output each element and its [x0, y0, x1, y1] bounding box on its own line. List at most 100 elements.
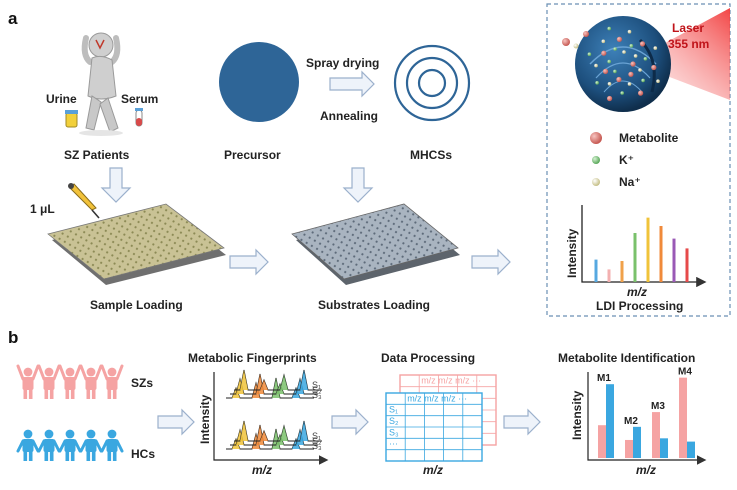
sphere-particle	[587, 52, 592, 56]
metabolite-bar-sz	[625, 439, 633, 458]
metabolite-bar-sz	[652, 412, 660, 458]
hc-spectrum-label: S₃	[312, 441, 322, 451]
sphere-particle	[607, 59, 611, 64]
metabolite-label: M4	[678, 367, 692, 378]
volume-label: 1 μL	[30, 202, 55, 216]
metabolic-fingerprints-title: Metabolic Fingerprints	[188, 351, 317, 365]
arrow-to-fingerprints	[157, 408, 195, 436]
sphere-particle	[629, 44, 634, 48]
ldi-spectrum-axes	[581, 205, 707, 288]
hc-people-row	[16, 429, 124, 461]
person-icon	[100, 429, 124, 461]
person-icon	[58, 429, 82, 461]
person-icon	[79, 364, 103, 399]
arrow-to-identification	[503, 408, 541, 436]
hc-spectrum-label: S₂	[312, 436, 322, 446]
mhcs-sphere	[575, 16, 671, 112]
person-icon	[16, 364, 40, 399]
sphere-particle	[627, 29, 632, 34]
sphere-particle	[607, 95, 613, 102]
down-arrow-patients	[100, 167, 132, 203]
metabolite-label: M2	[624, 416, 638, 427]
hc-table-row-label: S₁	[389, 405, 398, 415]
laser-label: Laser	[672, 21, 704, 35]
metabolite-bar-hc	[687, 441, 695, 458]
sz-spectrum-peak	[280, 375, 288, 390]
data-processing-title: Data Processing	[381, 351, 475, 365]
hc-table-row-label: ···	[389, 439, 398, 449]
sphere-particle	[627, 82, 632, 86]
ldi-intensity-label: Intensity	[565, 228, 579, 278]
sz-people-row	[16, 364, 124, 399]
hc-spectrum-peak	[280, 426, 288, 441]
sphere-particle	[602, 68, 609, 74]
sphere-particle	[651, 64, 657, 71]
sphere-particle	[643, 57, 648, 61]
identification-axes	[587, 372, 707, 465]
sphere-particle	[620, 91, 624, 95]
sphere-particle	[622, 50, 626, 54]
sphere-particle	[638, 90, 644, 96]
sphere-particle	[601, 39, 606, 44]
hc-table-row-label: S₃	[389, 427, 399, 437]
szs-label: SZs	[131, 376, 153, 390]
identification-intensity-label: Intensity	[570, 390, 584, 440]
flying-metabolites	[562, 31, 589, 49]
sample-plate	[47, 203, 226, 285]
sphere-particle	[641, 78, 645, 83]
annealing-label: Annealing	[320, 109, 378, 123]
person-icon	[37, 364, 61, 399]
down-arrow-mhcss	[342, 167, 374, 203]
hc-spectrum-peak	[260, 431, 268, 441]
substrate-plate	[291, 203, 460, 285]
sphere-particle	[656, 79, 660, 83]
urine-cup-icon	[65, 110, 78, 128]
sphere-particle	[613, 47, 617, 51]
sz-patients-label: SZ Patients	[64, 148, 130, 162]
k-legend-icon	[592, 156, 600, 164]
hc-spectrum-peak	[240, 421, 248, 441]
sz-spectrum-peak	[260, 380, 268, 390]
sz-spectrum-label: S₃	[312, 390, 322, 400]
sphere-particle	[616, 76, 622, 83]
hc-spectrum-peak	[300, 421, 308, 441]
metabolite-bar-sz	[679, 377, 687, 458]
metabolite-label: M3	[651, 401, 665, 412]
mhcs-rings	[393, 44, 471, 122]
serum-label: Serum	[121, 92, 158, 106]
metabolite-identification-title: Metabolite Identification	[558, 351, 695, 365]
serum-tube-icon	[135, 108, 143, 127]
sz-spectrum-peak	[240, 370, 248, 390]
fingerprint-intensity-label: Intensity	[198, 394, 212, 444]
person-icon	[100, 364, 124, 399]
process-arrow	[329, 70, 375, 98]
sphere-particle	[653, 46, 658, 50]
arrow-to-data-processing	[331, 408, 369, 436]
sz-spectrum-label: S₁	[312, 380, 321, 390]
fingerprint-axes	[213, 372, 329, 465]
laser-beam	[630, 8, 730, 100]
person-icon	[16, 429, 40, 461]
precursor-label: Precursor	[224, 148, 281, 162]
sz-table-header: m/z m/z m/z ···	[421, 376, 481, 386]
arrow-to-ldi	[471, 248, 511, 276]
person-icon	[58, 364, 82, 399]
metabolite-legend-icon	[590, 132, 602, 144]
sphere-particle	[616, 36, 623, 42]
ldi-processing-label: LDI Processing	[596, 299, 683, 313]
ldi-mz-label: m/z	[627, 285, 647, 299]
sphere-particle	[633, 54, 638, 58]
sphere-particle	[630, 61, 636, 67]
metabolite-legend-label: Metabolite	[619, 131, 679, 145]
metabolite-label: M1	[597, 373, 611, 384]
sphere-particle	[638, 68, 642, 72]
identification-mz-label: m/z	[636, 463, 656, 477]
sphere-particle	[607, 82, 612, 86]
sz-spectrum-peak	[300, 370, 308, 390]
urine-label: Urine	[46, 92, 77, 106]
hcs-label: HCs	[131, 447, 155, 461]
fingerprint-mz-label: m/z	[252, 463, 272, 477]
